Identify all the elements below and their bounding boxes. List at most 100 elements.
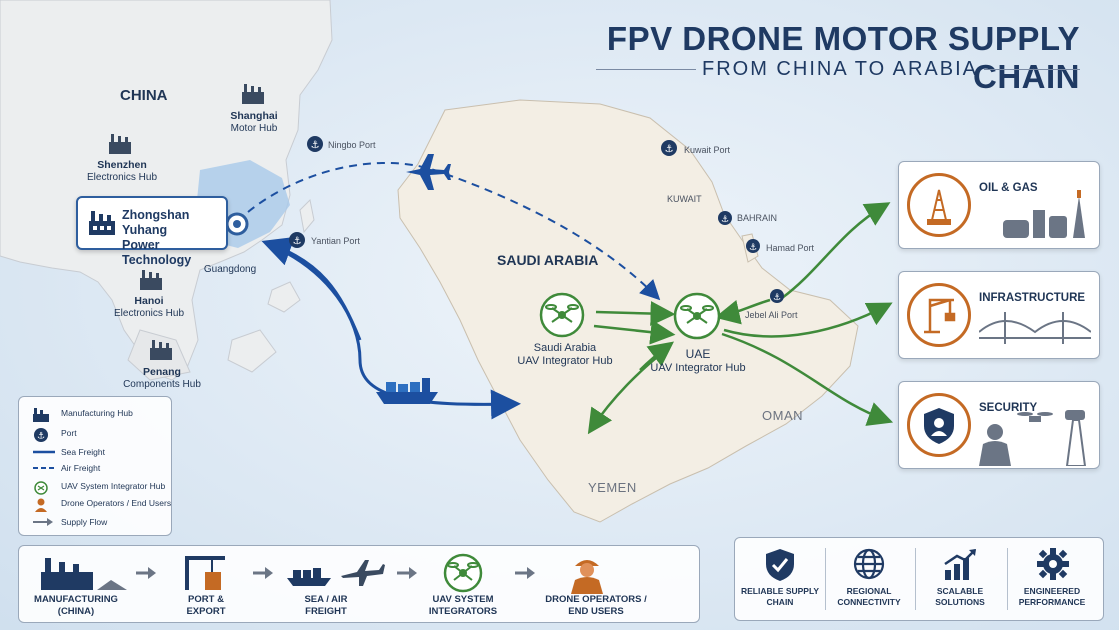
integrator-uae-label: UAE UAV Integrator Hub — [643, 348, 753, 375]
step-line2: INTEGRATORS — [428, 606, 498, 617]
shield-check-icon — [766, 549, 794, 581]
airplane-icon — [406, 154, 451, 190]
svg-text:⚓: ⚓ — [37, 431, 45, 441]
hub-type: Electronics Hub — [86, 172, 158, 183]
bridge-icon — [979, 312, 1091, 344]
hub-penang: Penang Components Hub — [120, 366, 204, 391]
hub-name: Hanoi — [134, 295, 164, 307]
callout-line2: Power Technology — [122, 238, 192, 267]
cargo-ship-icon — [376, 378, 438, 404]
sector-name: SECURITY — [979, 402, 1038, 414]
arrow-right-icon — [397, 567, 417, 579]
sector-name: INFRASTRUCTURE — [979, 292, 1086, 304]
hub-name: Penang — [143, 366, 181, 378]
svg-text:⚓: ⚓ — [773, 292, 781, 302]
arrow-right-icon — [515, 567, 535, 579]
step-line1: PORT & — [188, 594, 224, 605]
value-line2: CHAIN — [766, 597, 794, 607]
hub-name: Shanghai — [230, 110, 278, 122]
island — [227, 329, 277, 373]
security-shield-icon — [907, 393, 971, 457]
subtitle-line-left — [596, 69, 696, 70]
port-ningbo: Ningbo Port — [328, 140, 376, 150]
gear-icon — [1037, 548, 1069, 580]
hub-name: Shenzhen — [97, 159, 147, 171]
flow-uae-to-south — [639, 341, 674, 371]
divider — [915, 548, 916, 610]
value-line1: RELIABLE SUPPLY — [740, 586, 820, 596]
value-line2: CONNECTIVITY — [837, 597, 901, 607]
value-line2: PERFORMANCE — [1018, 597, 1086, 607]
step-line2: (CHINA) — [57, 606, 95, 617]
arrow-right-icon — [136, 567, 156, 579]
port-kuwait: Kuwait Port — [684, 145, 731, 155]
label-oman: OMAN — [762, 408, 803, 423]
air-freight-route — [247, 161, 661, 301]
legend-label: Air Freight — [61, 463, 101, 473]
integrator-saudi-label: Saudi Arabia UAV Integrator Hub — [510, 342, 620, 368]
hub-type: Electronics Hub — [113, 308, 185, 319]
flow-step-manufacturing: MANUFACTURING(CHINA) — [21, 594, 131, 618]
factory-icon — [41, 558, 127, 590]
port-anchor-icons: ⚓ ⚓ ⚓ ⚓ ⚓ ⚓ — [289, 136, 784, 303]
sector-card-infrastructure: INFRASTRUCTURE — [898, 271, 1100, 359]
svg-text:⚓: ⚓ — [311, 140, 320, 151]
integrator-name: UAE — [685, 347, 711, 361]
hub-type: Components Hub — [123, 379, 201, 390]
legend-label: Sea Freight — [61, 447, 105, 457]
sector-card-security: SECURITY — [898, 381, 1100, 469]
flow-saudi-to-uae-2 — [593, 319, 676, 345]
refinery-icon — [1003, 190, 1085, 238]
page-subtitle: FROM CHINA TO ARABIA — [702, 58, 978, 80]
crane-icon — [907, 283, 971, 347]
port-yantian: Yantian Port — [311, 236, 360, 246]
ship-and-plane-icon — [287, 560, 385, 586]
anchor-icon: ⚓ — [34, 428, 48, 442]
callout-text: Zhongshan Yuhang Power Technology — [122, 208, 226, 268]
port-crane-icon — [185, 556, 225, 590]
legend-item-air-freight: Air Freight — [33, 463, 100, 475]
legend-label: Supply Flow — [61, 517, 108, 527]
globe-icon — [853, 548, 885, 580]
legend-label: UAV System Integrator Hub — [61, 481, 166, 491]
page-title: FPV DRONE MOTOR SUPPLY CHAIN — [606, 20, 1080, 95]
svg-text:⚓: ⚓ — [749, 242, 757, 252]
integrator-type: UAV Integrator Hub — [517, 355, 613, 367]
legend-label: Port — [61, 428, 77, 438]
drone-hub-icon — [443, 553, 483, 593]
step-line1: SEA / AIR — [304, 594, 348, 605]
value-line2: SOLUTIONS — [935, 597, 985, 607]
zhongshan-callout: Zhongshan Yuhang Power Technology — [76, 196, 228, 267]
process-flow-panel: MANUFACTURING(CHINA) PORT &EXPORT SEA / … — [18, 545, 700, 623]
hub-shanghai: Shanghai Motor Hub — [214, 110, 294, 135]
legend-label: Manufacturing Hub — [61, 408, 133, 418]
dashed-line-icon — [33, 467, 55, 469]
factory-icon — [89, 211, 115, 235]
legend-label: Drone Operators / End Users — [61, 498, 172, 508]
value-line1: ENGINEERED — [1023, 586, 1081, 596]
label-bahrain: BAHRAIN — [737, 213, 778, 223]
label-china: CHINA — [120, 87, 168, 104]
value-line1: REGIONAL — [846, 586, 892, 596]
flow-step-operators: DRONE OPERATORS /END USERS — [536, 594, 656, 618]
step-line2: EXPORT — [186, 606, 226, 617]
step-line2: END USERS — [568, 606, 624, 617]
operator-drone-camera-icon — [979, 410, 1087, 466]
flow-to-security — [721, 332, 894, 426]
operator-icon — [35, 498, 47, 512]
flow-step-port: PORT &EXPORT — [151, 594, 261, 618]
island — [267, 281, 301, 313]
port-hamad: Hamad Port — [766, 243, 815, 253]
legend-item-operators: Drone Operators / End Users — [33, 498, 171, 514]
label-kuwait: KUWAIT — [667, 194, 702, 204]
factory-icon — [33, 408, 49, 422]
step-line1: UAV SYSTEM — [432, 594, 494, 605]
oil-rig-icon — [907, 173, 971, 237]
solid-line-icon — [33, 450, 55, 454]
label-guangdong: Guangdong — [203, 264, 257, 275]
